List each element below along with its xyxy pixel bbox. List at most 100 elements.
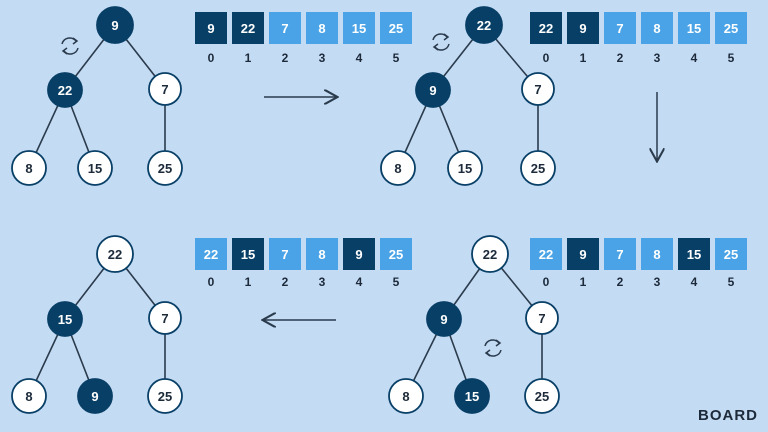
array-index-label: 1: [245, 275, 252, 289]
tree-node-label: 8: [402, 389, 409, 404]
swap-cycle-icon: [484, 339, 502, 357]
array-cell: [380, 238, 412, 270]
array-cell-value: 25: [724, 247, 738, 262]
tree-node-label: 7: [538, 311, 545, 326]
tree-node: [77, 150, 113, 186]
tree-node-label: 7: [534, 82, 541, 97]
array-index-label: 5: [393, 275, 400, 289]
tree-node: [525, 301, 559, 335]
array-cell-value: 7: [281, 247, 288, 262]
array-cell-value: 9: [355, 247, 362, 262]
array-cell-value: 8: [653, 247, 660, 262]
tree-node: [380, 150, 416, 186]
tree-node: [11, 150, 47, 186]
array-cell-value: 15: [241, 247, 255, 262]
array-cell-value: 22: [539, 247, 553, 262]
tree-node: [96, 235, 134, 273]
array-cell-value: 15: [687, 21, 701, 36]
array-index-label: 4: [691, 275, 698, 289]
array-cell: [715, 12, 747, 44]
tree-node-label: 9: [111, 18, 118, 33]
swap-cycle-icon: [61, 37, 79, 55]
tree-node-label: 15: [458, 161, 472, 176]
array-cell: [678, 12, 710, 44]
array-cell-value: 22: [539, 21, 553, 36]
tree-node-label: 25: [531, 161, 545, 176]
tree-node-label: 8: [25, 161, 32, 176]
brand-logo: BOARD: [698, 407, 758, 424]
tree-node-label: 9: [429, 83, 436, 98]
array-cell-value: 15: [687, 247, 701, 262]
tree-node: [415, 72, 451, 108]
tree-node-label: 7: [161, 82, 168, 97]
array-index-label: 4: [691, 51, 698, 65]
tree-node-label: 25: [535, 389, 549, 404]
array-index-label: 3: [319, 51, 326, 65]
tree-node: [11, 378, 47, 414]
array-cell-value: 22: [241, 21, 255, 36]
array-cell-value: 8: [653, 21, 660, 36]
tree-node-label: 8: [25, 389, 32, 404]
array-cell: [380, 12, 412, 44]
array-index-label: 4: [356, 275, 363, 289]
array-index-label: 5: [393, 51, 400, 65]
swap-cycle-icon: [432, 33, 450, 51]
array-index-label: 0: [208, 275, 215, 289]
tree-node: [148, 72, 182, 106]
array-index-label: 3: [319, 275, 326, 289]
tree-node-label: 9: [91, 389, 98, 404]
tree-node-label: 25: [158, 161, 172, 176]
array-cell: [567, 238, 599, 270]
array-cell: [678, 238, 710, 270]
tree-node: [471, 235, 509, 273]
tree-node-label: 22: [483, 247, 497, 262]
tree-node-label: 9: [440, 312, 447, 327]
array-cell: [269, 238, 301, 270]
array-cell-value: 9: [579, 247, 586, 262]
array-cell-value: 25: [389, 247, 403, 262]
array-cell-value: 7: [281, 21, 288, 36]
array-cell: [530, 238, 562, 270]
array-index-label: 5: [728, 51, 735, 65]
tree-node: [47, 72, 83, 108]
array-cell: [604, 238, 636, 270]
tree-node-label: 22: [477, 18, 491, 33]
array-cell: [343, 12, 375, 44]
array-cell-value: 15: [352, 21, 366, 36]
array-index-label: 1: [580, 275, 587, 289]
tree-node: [524, 378, 560, 414]
array-cell-value: 7: [616, 21, 623, 36]
tree-node: [147, 378, 183, 414]
tree-node: [454, 378, 490, 414]
array-cell-value: 25: [724, 21, 738, 36]
tree-node-label: 15: [88, 161, 102, 176]
tree-node: [465, 6, 503, 44]
array-cell: [641, 238, 673, 270]
tree-node: [77, 378, 113, 414]
array-cell: [195, 238, 227, 270]
array-index-label: 3: [654, 275, 661, 289]
array-index-label: 2: [617, 51, 624, 65]
array-cell: [195, 12, 227, 44]
array-index-label: 2: [282, 275, 289, 289]
array-cell: [343, 238, 375, 270]
array-cell-value: 7: [616, 247, 623, 262]
array-cell-value: 8: [318, 247, 325, 262]
tree-node-label: 15: [465, 389, 479, 404]
array-cell-value: 25: [389, 21, 403, 36]
tree-node: [426, 301, 462, 337]
tree-node-label: 15: [58, 312, 72, 327]
array-index-label: 0: [543, 51, 550, 65]
array-cell: [232, 12, 264, 44]
array-cell: [641, 12, 673, 44]
array-cell: [306, 12, 338, 44]
tree-node-label: 22: [108, 247, 122, 262]
tree-node-label: 7: [161, 311, 168, 326]
tree-node-label: 8: [394, 161, 401, 176]
tree-node: [96, 6, 134, 44]
